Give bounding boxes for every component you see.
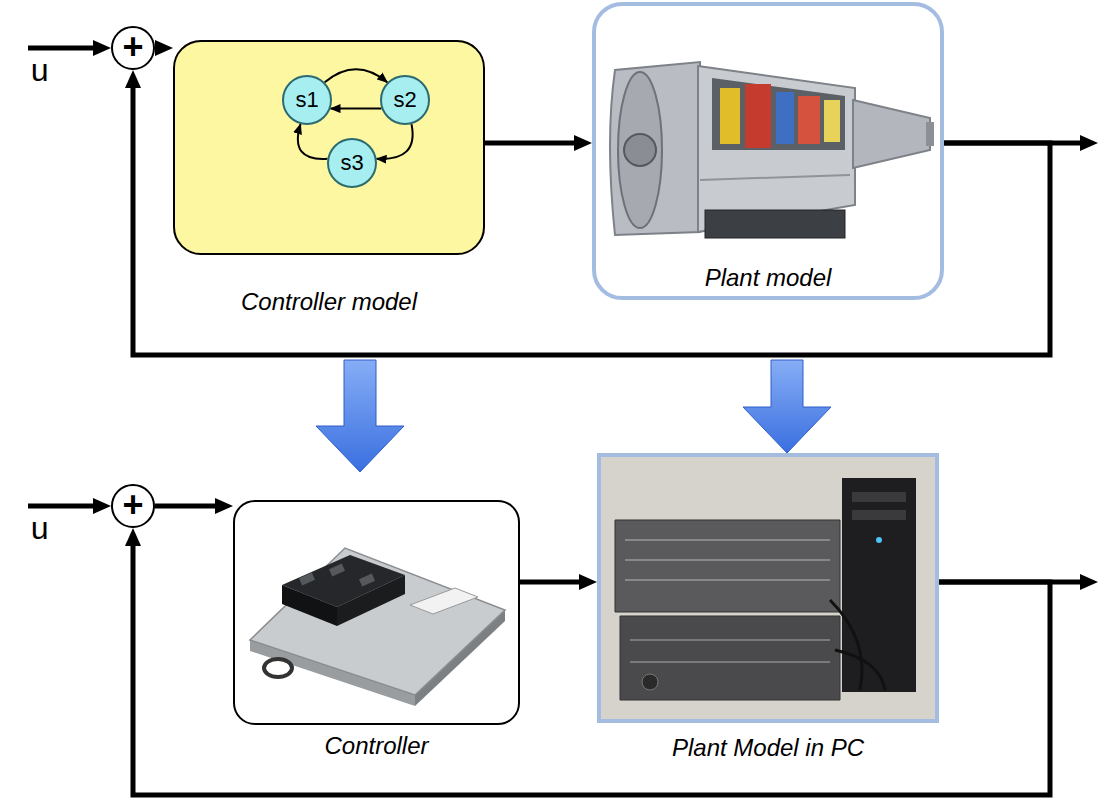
box-caption: Plant model — [705, 264, 832, 291]
node-label: + — [122, 29, 143, 65]
signal-connector — [331, 108, 382, 110]
label-holder: Plant model — [526, 264, 1010, 295]
ecu-illustration-part — [359, 573, 375, 586]
ecu-illustration-part — [282, 585, 337, 626]
pc-illustration-part — [625, 579, 830, 581]
ecu-illustration-part — [264, 659, 292, 677]
summing-junction: + — [111, 26, 155, 70]
ecu-illustration-part — [329, 563, 345, 576]
transmission-illustration-part — [853, 100, 930, 168]
signal-arrows-part — [28, 504, 99, 509]
pc-illustration-part — [625, 559, 830, 561]
refinement-arrow — [316, 360, 404, 472]
signal-connector — [155, 504, 221, 509]
signal-arrows-part — [93, 498, 111, 514]
pc-illustration — [599, 455, 937, 721]
transmission-illustration-part — [712, 78, 845, 150]
transmission-illustration-part — [720, 88, 740, 144]
pc-plant-box: Plant Model in PC — [597, 453, 939, 723]
signal-label: u — [30, 512, 49, 549]
state-circle: s3 — [327, 138, 377, 188]
pc-illustration-part — [835, 650, 885, 690]
signal-arrows-part — [28, 46, 99, 51]
signal-label: u — [30, 54, 49, 91]
signal-arrows-part — [1080, 135, 1098, 151]
label-holder: Controller model — [105, 288, 553, 319]
signal-arrows-part — [93, 40, 111, 56]
transmission-illustration-part — [618, 72, 662, 228]
signal-connector — [155, 46, 161, 51]
pc-illustration-part — [830, 600, 862, 690]
box-caption: Controller — [324, 732, 428, 759]
pc-illustration-part — [599, 455, 937, 721]
node-label: s3 — [340, 152, 363, 174]
pc-illustration-part — [625, 539, 830, 541]
signal-connector — [377, 124, 413, 159]
label-holder: Controller — [165, 732, 588, 763]
transmission-illustration-part — [926, 122, 934, 146]
box-caption: Controller model — [241, 288, 417, 315]
refinement-arrow — [743, 360, 831, 453]
signal-connector — [485, 141, 580, 146]
ecu-illustration-part — [299, 572, 315, 585]
pc-illustration-part — [615, 520, 840, 612]
signal-arrows-part — [1080, 574, 1098, 590]
plant-model-box: Plant model — [592, 2, 944, 300]
transmission-illustration-part — [624, 134, 656, 166]
transmission-illustration-part — [610, 62, 700, 235]
ecu-illustration — [250, 548, 505, 706]
node-label: s1 — [295, 89, 318, 111]
transmission-illustration-part — [745, 84, 771, 148]
signal-connector — [133, 540, 1050, 795]
pc-illustration-part — [852, 492, 906, 502]
transmission-illustration-part — [776, 92, 794, 144]
ecu-illustration-part — [337, 575, 405, 626]
signal-connector — [520, 580, 585, 585]
node-label: + — [122, 487, 143, 523]
label-holder: u — [30, 514, 49, 548]
signal-connector — [325, 69, 388, 82]
pc-illustration-part — [852, 510, 906, 520]
ecu-illustration-part — [410, 588, 478, 614]
controller-model-box: Controller models1s2s3 — [173, 40, 485, 255]
transmission-illustration-part — [698, 66, 855, 232]
pc-illustration-part — [642, 674, 658, 690]
signal-connector — [298, 124, 328, 159]
state-circle: s1 — [282, 75, 332, 125]
pc-illustration-part — [630, 639, 830, 641]
transmission-illustration-part — [705, 210, 845, 238]
pc-illustration-part — [842, 478, 916, 692]
state-circle: s2 — [380, 75, 430, 125]
ecu-illustration-part — [250, 548, 505, 695]
summing-junction: + — [111, 484, 155, 528]
controller-fill — [173, 40, 485, 255]
transmission-illustration-part — [798, 96, 820, 144]
label-holder: u — [30, 56, 49, 90]
transmission-illustration-part — [824, 100, 840, 142]
transmission-illustration — [610, 62, 934, 238]
pc-illustration-part — [630, 661, 830, 663]
controller-box: Controller — [233, 500, 520, 725]
label-holder: Plant Model in PC — [531, 734, 1005, 765]
pc-illustration-part — [620, 616, 840, 700]
node-label: s2 — [393, 89, 416, 111]
transmission-illustration-part — [700, 175, 850, 180]
pc-illustration-part — [876, 537, 882, 543]
box-caption: Plant Model in PC — [672, 734, 864, 761]
